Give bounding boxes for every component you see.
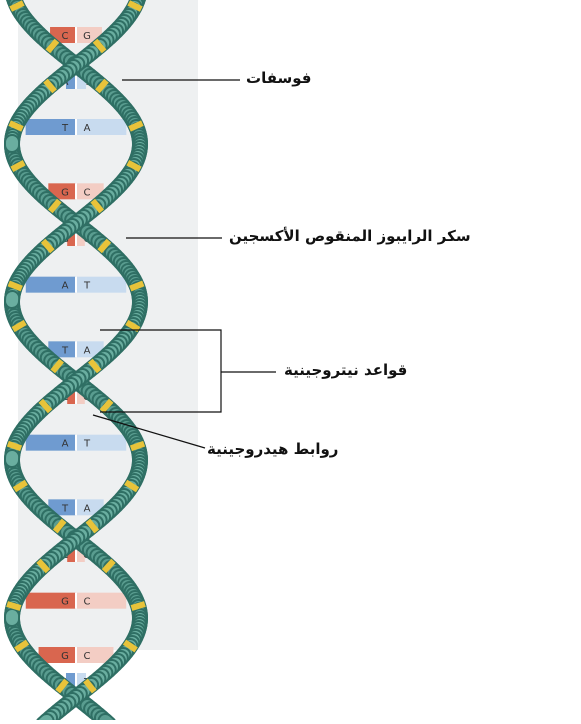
base-letter-left: G bbox=[61, 651, 69, 662]
base-letter-right: C bbox=[84, 651, 91, 662]
base-letter-right: A bbox=[84, 123, 91, 134]
base-left bbox=[26, 435, 76, 451]
base-left bbox=[26, 277, 76, 293]
label-nitrogenous-bases: قواعد نيتروجينية bbox=[284, 361, 407, 379]
base-letter-left: G bbox=[61, 597, 69, 608]
base-letter-right: G bbox=[83, 31, 91, 42]
base-letter-left: T bbox=[61, 123, 69, 134]
base-letter-right: A bbox=[84, 503, 91, 514]
base-letter-left: C bbox=[62, 31, 69, 42]
base-letter-right: C bbox=[84, 597, 91, 608]
base-left bbox=[26, 119, 76, 135]
base-letter-right: T bbox=[83, 439, 91, 450]
label-deoxyribose-sugar: سكر الرايبوز المنقوص الأكسجين bbox=[229, 227, 471, 245]
base-letter-right: C bbox=[84, 187, 91, 198]
label-phosphate: فوسفات bbox=[246, 69, 311, 87]
base-letter-left: A bbox=[62, 439, 69, 450]
base-letter-left: T bbox=[61, 503, 69, 514]
label-hydrogen-bonds: روابط هيدروجينية bbox=[207, 440, 338, 458]
base-letter-left: G bbox=[61, 187, 69, 198]
base-letter-left: T bbox=[61, 345, 69, 356]
base-letter-right: A bbox=[84, 345, 91, 356]
base-letter-right: T bbox=[83, 281, 91, 292]
base-letter-left: A bbox=[62, 281, 69, 292]
